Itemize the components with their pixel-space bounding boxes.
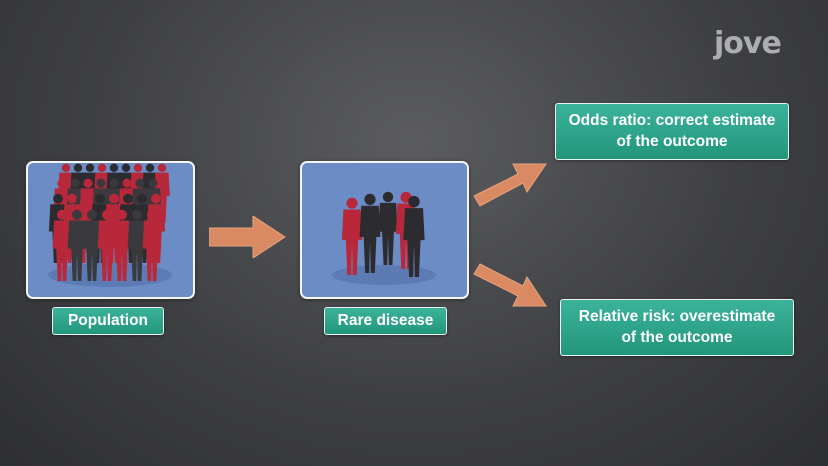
crowd-person-silhouette [97, 209, 117, 281]
group-person-silhouette [378, 191, 398, 265]
crowd-person-silhouette [82, 209, 102, 281]
relative-risk-line1: Relative risk: overestimate [578, 308, 776, 325]
group-person-silhouette [341, 197, 363, 275]
rare-disease-label: Rare disease [324, 307, 447, 335]
odds-ratio-line2: of the outcome [616, 133, 728, 150]
rare-disease-image [300, 161, 469, 299]
crowd-person-silhouette [127, 209, 147, 281]
odds-ratio-box: Odds ratio: correct estimate of the outc… [555, 103, 789, 160]
crowd-person-silhouette [52, 209, 72, 281]
right-arrow-icon [209, 216, 286, 258]
group-person-silhouette [403, 195, 425, 277]
relative-risk-box: Relative risk: overestimate of the outco… [560, 299, 794, 356]
jove-logo: jove [714, 26, 782, 61]
crowd-person-silhouette [112, 209, 132, 281]
crowd-person-silhouette [142, 209, 162, 281]
down-right-arrow-icon [473, 263, 547, 307]
group-person-silhouette [359, 193, 381, 273]
up-right-arrow-icon [473, 163, 547, 207]
population-image [26, 161, 195, 299]
population-label: Population [52, 307, 164, 335]
crowd-person-silhouette [67, 209, 87, 281]
odds-ratio-line1: Odds ratio: correct estimate [568, 112, 776, 129]
relative-risk-line2: of the outcome [621, 329, 733, 346]
